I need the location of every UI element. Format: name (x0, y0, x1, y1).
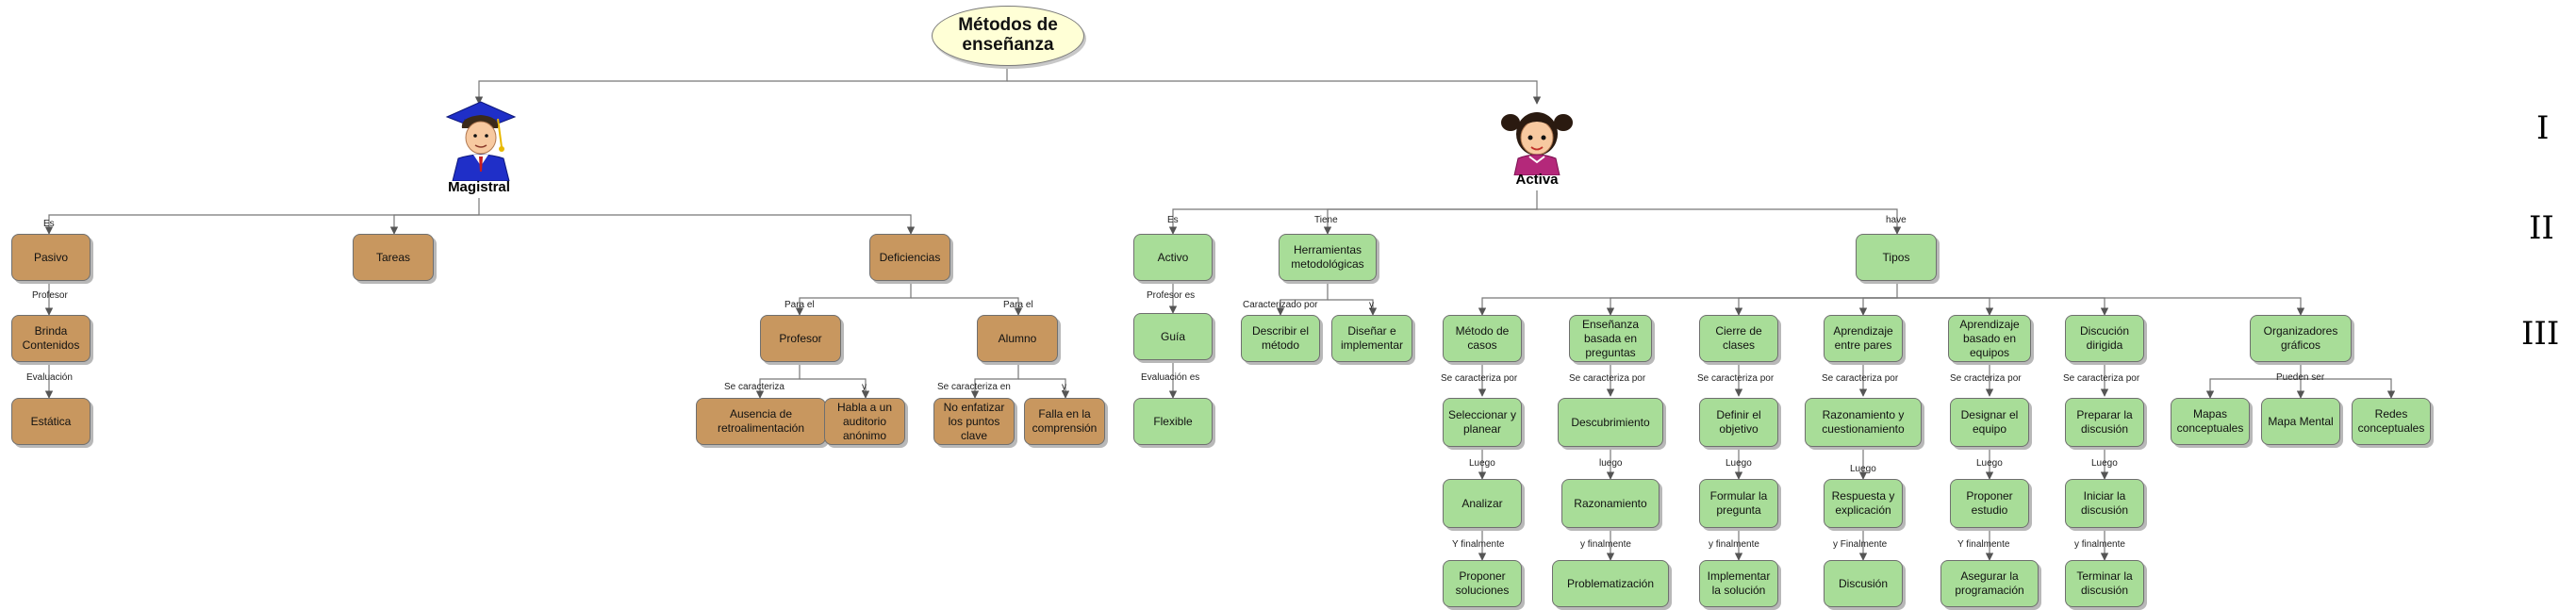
edge-label: Profesor (32, 290, 68, 301)
node-cierre-clases: Cierre de clases (1699, 315, 1778, 362)
node-implementar: Implementar la solución (1699, 560, 1778, 607)
node-proponer-estudio: Proponer estudio (1950, 479, 2029, 528)
node-mapa-mental: Mapa Mental (2261, 398, 2340, 445)
level-marker-i: I (2536, 109, 2550, 147)
node-aprendizaje-pares: Aprendizaje entre pares (1824, 315, 1903, 362)
edge-label: Se caracteriza por (1569, 373, 1646, 384)
node-tipos: Tipos (1856, 234, 1937, 281)
node-habla: Habla a un auditorio anónimo (824, 398, 905, 445)
edge-label: Profesor es (1147, 290, 1195, 301)
node-proponer-soluciones: Proponer soluciones (1443, 560, 1522, 607)
edge-label: Para el (1003, 300, 1033, 310)
edge-label: y (1369, 300, 1374, 310)
graduate-figure-icon (445, 101, 517, 181)
node-asegurar: Asegurar la programación (1940, 560, 2039, 607)
node-profesor: Profesor (760, 315, 841, 362)
edge-label: Se caracteriza por (1441, 373, 1518, 384)
edge-label: Es (43, 219, 55, 229)
level-marker-ii: II (2529, 209, 2554, 247)
node-iniciar: Iniciar la discusión (2065, 479, 2144, 528)
node-disenar: Diseñar e implementar (1331, 315, 1412, 362)
node-brinda-contenidos: Brinda Contenidos (11, 315, 91, 362)
edge-label: Se caracteriza por (2063, 373, 2140, 384)
root-node-title: Métodos de enseñanza (932, 6, 1084, 66)
node-pasivo: Pasivo (11, 234, 91, 281)
node-definir: Definir el objetivo (1699, 398, 1778, 447)
edge-label: y (862, 382, 867, 392)
edge-label: Evaluación es (1141, 372, 1199, 383)
node-preparar: Preparar la discusión (2065, 398, 2144, 447)
activa-label: Activa (1515, 172, 1559, 188)
node-describir: Describir el método (1241, 315, 1320, 362)
node-respuesta: Respuesta y explicación (1824, 479, 1903, 528)
edge-label: y Finalmente (1833, 539, 1888, 550)
node-terminar: Terminar la discusión (2065, 560, 2144, 607)
node-mapas-conceptuales: Mapas conceptuales (2171, 398, 2250, 445)
edge-label: Caracterizado por (1243, 300, 1318, 310)
level-marker-iii: III (2521, 315, 2560, 353)
node-aprendizaje-equipos: Aprendizaje basado en equipos (1948, 315, 2031, 362)
node-discusion: Discusión (1824, 560, 1903, 607)
node-analizar: Analizar (1443, 479, 1522, 528)
node-herramientas: Herramientas metodológicas (1279, 234, 1377, 281)
edge-label: Evaluación (26, 372, 73, 383)
edge-label: luego (1599, 458, 1623, 469)
edge-label: Se caracteriza en (937, 382, 1011, 392)
edge-label: Se cracteriza por (1950, 373, 2022, 384)
edge-label: Es (1167, 215, 1179, 225)
node-no-enfatizar: No enfatizar los puntos clave (933, 398, 1015, 445)
node-deficiencias: Deficiencias (869, 234, 950, 281)
edge-label: Luego (2091, 458, 2118, 469)
edge-label: Tiene (1314, 215, 1338, 225)
node-formular: Formular la pregunta (1699, 479, 1778, 528)
node-flexible: Flexible (1133, 398, 1213, 445)
node-activo: Activo (1133, 234, 1213, 281)
girl-figure-icon (1501, 112, 1573, 175)
node-problematizacion: Problematización (1552, 560, 1669, 607)
edge-label: y (1062, 382, 1066, 392)
node-ensenanza-preguntas: Enseñanza basada en preguntas (1569, 315, 1652, 362)
edge-label: Luego (1469, 458, 1495, 469)
node-discusion-dirigida: Discución dirigida (2065, 315, 2144, 362)
node-falla: Falla en la comprensión (1024, 398, 1105, 445)
edge-label: y finalmente (1580, 539, 1631, 550)
node-designar: Designar el equipo (1950, 398, 2029, 447)
edge-label: Luego (1850, 464, 1876, 474)
node-seleccionar: Seleccionar y planear (1443, 398, 1522, 447)
edge-label: Luego (1976, 458, 2003, 469)
node-alumno: Alumno (977, 315, 1058, 362)
edge-label: have (1886, 215, 1907, 225)
edge-label: Y finalmente (1452, 539, 1505, 550)
edge-label: Pueden ser (2276, 372, 2325, 383)
edge-label: Y finalmente (1957, 539, 2010, 550)
edge-label: Luego (1726, 458, 1752, 469)
node-razonamiento-cuest: Razonamiento y cuestionamiento (1805, 398, 1922, 447)
edge-label: Se caracteriza por (1697, 373, 1775, 384)
edge-label: y finalmente (2074, 539, 2125, 550)
node-organizadores: Organizadores gráficos (2250, 315, 2352, 362)
node-descubrimiento: Descubrimiento (1558, 398, 1663, 447)
magistral-label: Magistral (448, 179, 510, 195)
edge-label: Se caracteriza (724, 382, 784, 392)
node-tareas: Tareas (353, 234, 434, 281)
node-redes: Redes conceptuales (2352, 398, 2431, 445)
node-estatica: Estática (11, 398, 91, 445)
node-metodo-casos: Método de casos (1443, 315, 1522, 362)
node-razonamiento: Razonamiento (1561, 479, 1660, 528)
node-ausencia: Ausencia de retroalimentación (696, 398, 826, 445)
node-guia: Guía (1133, 313, 1213, 360)
edge-label: y finalmente (1709, 539, 1759, 550)
edge-label: Se caracteriza por (1822, 373, 1899, 384)
edge-label: Para el (784, 300, 815, 310)
